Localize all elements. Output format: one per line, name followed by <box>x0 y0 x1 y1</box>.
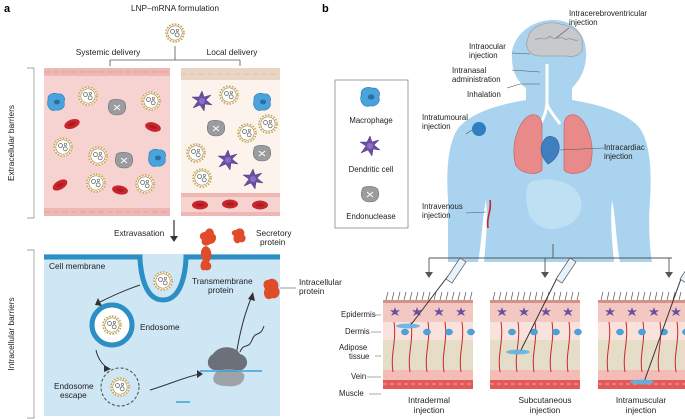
legend-macrophage-label: Macrophage <box>349 116 392 125</box>
route-leader-lines <box>465 27 605 214</box>
panel-b-letter: b <box>322 3 329 15</box>
local-tissue <box>181 68 280 216</box>
cell-legend <box>334 79 409 229</box>
skin-panel-intramuscular <box>598 270 685 389</box>
route-cardiac-label-2: injection <box>604 152 633 161</box>
extravasation-arrowhead <box>170 236 178 242</box>
route-nasal-label-2: administration <box>452 75 501 84</box>
route-iv-label-2: injection <box>422 211 451 220</box>
skin-vein-label: Vein <box>351 372 366 381</box>
endosome-escape-icon <box>100 367 140 407</box>
extravasation-label: Extravasation <box>114 228 165 238</box>
lnp-budding <box>153 271 173 291</box>
skin-dermis-label: Dermis <box>345 327 370 336</box>
transmembrane-label-2: protein <box>208 285 234 295</box>
skin-branch-lines <box>428 244 672 276</box>
secretory-protein-icon <box>199 228 246 246</box>
subcutaneous-label-1: Subcutaneous <box>518 395 571 405</box>
intradermal-label-2: injection <box>414 405 445 415</box>
route-icv-label-2: injection <box>569 18 598 27</box>
cell-pathway-arrowheads <box>95 292 255 378</box>
transmembrane-protein-icon <box>200 246 212 271</box>
lnp-particle-top <box>165 23 185 43</box>
route-ocular-label-2: injection <box>469 51 498 60</box>
intramuscular-label-1: Intramuscular <box>616 395 666 405</box>
systemic-delivery-label: Systemic delivery <box>76 47 141 57</box>
intracellular-protein-icon <box>263 278 280 300</box>
route-iv-label-1: Intravenous <box>422 202 463 211</box>
intradermal-label-1: Intradermal <box>408 395 450 405</box>
route-tumoural-label-1: Intratumoural <box>422 113 468 122</box>
skin-muscle-label: Muscle <box>339 389 364 398</box>
legend-dendritic-label: Dendritic cell <box>349 165 394 174</box>
extracellular-bracket <box>27 67 35 219</box>
skin-adipose-label-1: Adipose <box>339 343 367 352</box>
skin-epidermis-label: Epidermis <box>341 310 376 319</box>
skin-panel-intradermal <box>383 257 475 389</box>
intracellular-protein-label-1: Intracellular <box>299 277 342 287</box>
panel-a-letter: a <box>4 3 11 15</box>
skin-panel-subcutaneous <box>490 257 582 389</box>
endosome-escape-label-1: Endosome <box>54 381 94 391</box>
delivery-branch-lines <box>109 46 241 66</box>
route-cardiac-label-1: Intracardiac <box>604 143 645 152</box>
endosome-label: Endosome <box>140 322 180 332</box>
route-nasal-label-1: Intranasal <box>452 66 487 75</box>
legend-endonuclease-label: Endonuclease <box>346 212 395 221</box>
extracellular-barriers-label: Extracellular barriers <box>6 105 16 181</box>
subcutaneous-label-2: injection <box>530 405 561 415</box>
intracellular-protein-label-2: protein <box>299 286 325 296</box>
intracellular-bracket <box>27 249 35 419</box>
systemic-vessel <box>44 68 170 216</box>
route-tumoural-label-2: injection <box>422 122 451 131</box>
route-ocular-label-1: Intraocular <box>469 42 506 51</box>
ribosome-icon <box>200 325 265 387</box>
route-inhalation-label: Inhalation <box>467 90 501 99</box>
cell-membrane-label: Cell membrane <box>49 261 106 271</box>
skin-branch-arrowheads <box>425 272 673 278</box>
skin-label-leaders <box>367 314 381 395</box>
skin-panels <box>383 257 685 389</box>
secretory-label-2: protein <box>260 237 286 247</box>
intracellular-barriers-label: Intracellular barriers <box>6 297 16 370</box>
endosome-escape-label-2: escape <box>60 390 87 400</box>
human-body <box>447 20 652 262</box>
skin-adipose-label-2: tissue <box>349 352 369 361</box>
secretory-label-1: Secretory <box>256 228 292 238</box>
lnp-formulation-title: LNP–mRNA formulation <box>131 3 219 13</box>
local-delivery-label: Local delivery <box>207 47 259 57</box>
route-icv-label-1: Intracerebroventricular <box>569 9 647 18</box>
intramuscular-label-2: injection <box>626 405 657 415</box>
endosome-icon <box>89 302 135 348</box>
transmembrane-label-1: Transmembrane <box>192 276 253 286</box>
